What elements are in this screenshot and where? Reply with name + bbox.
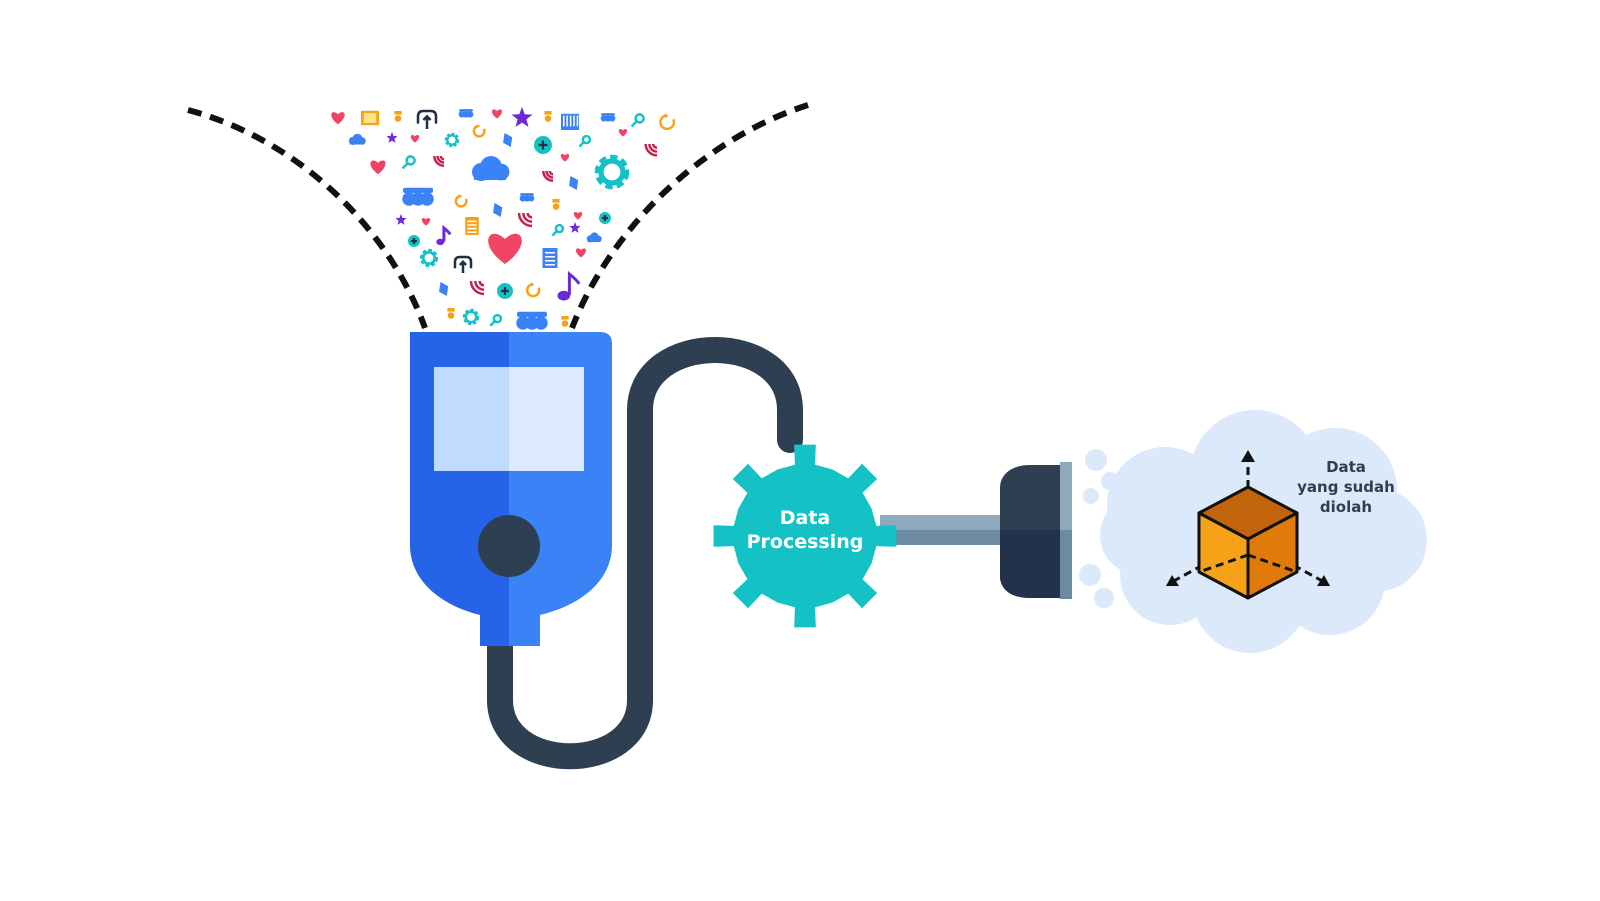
flower-icon <box>600 113 616 122</box>
upload-icon <box>416 109 438 129</box>
diamond-icon <box>493 203 503 217</box>
heart-icon <box>370 160 386 175</box>
music-icon <box>436 224 452 246</box>
document-icon <box>542 248 558 268</box>
search-icon <box>578 134 592 148</box>
calendar-icon <box>561 113 579 130</box>
gear-icon <box>444 132 460 148</box>
flower-icon <box>458 109 474 118</box>
refresh-icon <box>454 194 468 208</box>
refresh-icon <box>472 124 486 138</box>
medal-icon <box>561 316 569 327</box>
rss-icon <box>433 155 445 167</box>
star-icon <box>511 107 533 127</box>
gear-label-line1: Data <box>780 507 831 529</box>
output-label: Data yang sudah diolah <box>1297 458 1395 516</box>
dashed-funnel-outline <box>187 102 809 330</box>
folder-icon <box>361 110 379 126</box>
heart-icon <box>491 109 503 119</box>
plus-icon <box>534 136 552 154</box>
medal-icon <box>544 111 552 122</box>
plus-icon <box>497 283 513 299</box>
refresh-icon <box>525 282 541 298</box>
heart-icon <box>575 248 587 258</box>
heart-icon <box>560 153 570 162</box>
search-icon <box>630 113 645 128</box>
heart-icon <box>488 233 522 264</box>
search-icon <box>489 313 503 327</box>
raw-data-icons <box>331 107 676 330</box>
medal-icon <box>447 308 455 319</box>
cloud-icon <box>472 156 510 181</box>
rss-icon <box>644 143 658 157</box>
medal-icon <box>394 111 402 122</box>
refresh-icon <box>659 113 676 131</box>
cable <box>487 337 803 770</box>
document-icon <box>465 217 479 235</box>
heart-icon <box>618 128 628 137</box>
star-icon <box>386 132 398 143</box>
rss-icon <box>517 212 533 228</box>
diamond-icon <box>439 282 449 296</box>
data-processing-gear: Data Processing <box>713 444 897 628</box>
heart-icon <box>410 134 420 143</box>
search-icon <box>401 155 416 170</box>
upload-icon <box>453 255 473 273</box>
funnel-button <box>478 515 540 577</box>
gear-label-line2: Processing <box>747 531 864 553</box>
output-label-line1: Data <box>1326 458 1366 476</box>
search-icon <box>551 223 565 237</box>
flower-icon <box>402 187 434 206</box>
diamond-icon <box>503 133 513 147</box>
star-icon <box>395 214 407 225</box>
rss-icon <box>542 170 554 182</box>
gear-icon <box>594 154 630 190</box>
processed-data-cube <box>1166 450 1330 600</box>
flower-icon <box>519 193 535 202</box>
cloud-icon <box>348 133 366 145</box>
rss-icon <box>469 280 485 296</box>
flower-icon <box>516 311 548 330</box>
diamond-icon <box>569 176 579 190</box>
cloud-icon <box>586 232 602 243</box>
output-label-line3: diolah <box>1320 498 1372 516</box>
gear-shape <box>713 444 897 628</box>
gear-icon <box>419 248 439 268</box>
heart-icon <box>331 112 345 125</box>
plus-icon <box>599 212 611 224</box>
funnel-screen-left <box>434 367 509 471</box>
output-label-line2: yang sudah <box>1297 478 1395 496</box>
music-icon <box>557 270 581 301</box>
funnel-device <box>410 332 612 646</box>
plug <box>1000 462 1072 599</box>
plus-icon <box>408 235 420 247</box>
gear-icon <box>462 308 480 326</box>
heart-icon <box>421 217 431 226</box>
medal-icon <box>552 199 560 210</box>
star-icon <box>569 222 581 233</box>
funnel-screen-right <box>509 367 584 471</box>
heart-icon <box>573 211 583 220</box>
